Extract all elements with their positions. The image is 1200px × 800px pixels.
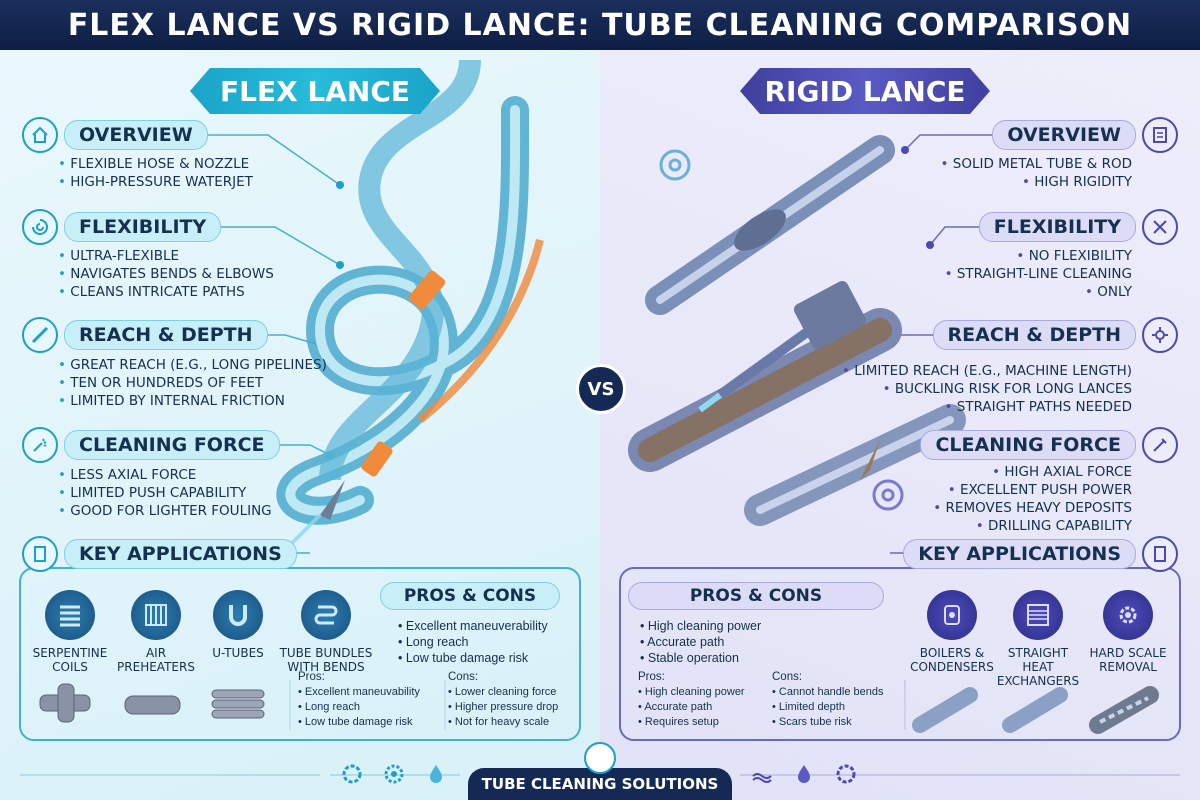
app-boilers-condensers: BOILERS & CONDENSERS	[910, 590, 994, 674]
u-tube-icon	[213, 590, 263, 640]
swirl-icon	[22, 209, 58, 245]
rigid-flexibility-list: NO FLEXIBILITY STRAIGHT-LINE CLEANING ON…	[945, 247, 1132, 301]
app-u-tubes: U-TUBES	[196, 590, 280, 660]
app-air-preheaters: AIR PREHEATERS	[114, 590, 198, 674]
footer-label: TUBE CLEANING SOLUTIONS	[468, 768, 732, 800]
bundle-icon	[301, 590, 351, 640]
drill-icon	[1142, 427, 1178, 463]
flex-force-title: CLEANING FORCE	[22, 427, 280, 463]
rigid-force-list: HIGH AXIAL FORCE EXCELLENT PUSH POWER RE…	[933, 463, 1132, 535]
flex-applications-title: KEY APPLICATIONS	[22, 536, 297, 572]
flex-overview-title: OVERVIEW	[22, 117, 208, 153]
app-serpentine-coils: SERPENTINE COILS	[28, 590, 112, 674]
settings-icon	[384, 764, 404, 784]
flex-pros-column: Pros: • Excellent maneuvability • Long r…	[298, 671, 420, 728]
gear-icon	[1103, 590, 1153, 640]
gear-icon	[342, 764, 362, 784]
rigid-overview-list: SOLID METAL TUBE & ROD HIGH RIGIDITY	[940, 155, 1132, 191]
rigid-pros-column: Pros: • High cleaning power • Accurate p…	[638, 671, 745, 728]
vs-badge: VS	[576, 364, 626, 414]
rigid-lance-illustration	[628, 135, 966, 526]
page-title: FLEX LANCE VS RIGID LANCE: TUBE CLEANING…	[67, 7, 1133, 43]
coil-icon	[45, 590, 95, 640]
rigid-pros-cons-title: PROS & CONS	[628, 582, 884, 610]
rigid-overview-title: OVERVIEW	[992, 117, 1178, 153]
document-icon	[1142, 117, 1178, 153]
burst-icon	[1142, 317, 1178, 353]
rigid-flexibility-title: FLEXIBILITY	[978, 209, 1178, 245]
app-hard-scale-removal: HARD SCALE REMOVAL	[1086, 590, 1170, 674]
flex-pros-cons-list: Excellent maneuverability Long reach Low…	[398, 618, 548, 666]
app-tube-bundles: TUBE BUNDLES WITH BENDS	[278, 590, 374, 674]
flex-hose-illustration	[276, 59, 544, 547]
header-bar: FLEX LANCE VS RIGID LANCE: TUBE CLEANING…	[0, 0, 1200, 50]
boiler-icon	[927, 590, 977, 640]
arrows-icon	[1142, 209, 1178, 245]
home-icon	[22, 117, 58, 153]
rigid-lance-ribbon: RIGID LANCE	[740, 68, 990, 114]
water-drop-icon	[798, 765, 810, 783]
flex-lance-ribbon: FLEX LANCE	[190, 68, 440, 114]
flex-flexibility-list: ULTRA-FLEXIBLE NAVIGATES BENDS & ELBOWS …	[58, 247, 274, 301]
gear-icon	[836, 764, 856, 784]
logo-icon	[584, 742, 616, 774]
flex-flexibility-title: FLEXIBILITY	[22, 209, 222, 245]
water-drop-icon	[430, 765, 442, 783]
clipboard-icon	[22, 536, 58, 572]
flex-pros-cons-title: PROS & CONS	[380, 582, 560, 610]
radiator-icon	[131, 590, 181, 640]
flex-overview-list: FLEXIBLE HOSE & NOZZLE HIGH-PRESSURE WAT…	[58, 155, 253, 191]
rigid-applications-title: KEY APPLICATIONS	[903, 536, 1178, 572]
flex-force-list: LESS AXIAL FORCE LIMITED PUSH CAPABILITY…	[58, 466, 271, 520]
wave-icon	[752, 773, 772, 783]
rigid-cons-column: Cons: • Cannot handle bends • Limited de…	[772, 671, 884, 728]
exchanger-icon	[1013, 590, 1063, 640]
rigid-reach-list: LIMITED REACH (E.G., MACHINE LENGTH) BUC…	[842, 362, 1132, 416]
flex-reach-title: REACH & DEPTH	[22, 317, 268, 353]
flex-reach-list: GREAT REACH (E.G., LONG PIPELINES) TEN O…	[58, 356, 327, 410]
flex-cons-column: Cons: • Lower cleaning force • Higher pr…	[448, 671, 559, 728]
rigid-reach-title: REACH & DEPTH	[932, 317, 1178, 353]
spray-icon	[22, 427, 58, 463]
rigid-pros-cons-list: High cleaning power Accurate path Stable…	[640, 618, 761, 666]
lance-icon	[22, 317, 58, 353]
app-straight-heat-exchangers: STRAIGHT HEAT EXCHANGERS	[992, 590, 1084, 688]
clipboard-icon	[1142, 536, 1178, 572]
rigid-force-title: CLEANING FORCE	[920, 427, 1178, 463]
